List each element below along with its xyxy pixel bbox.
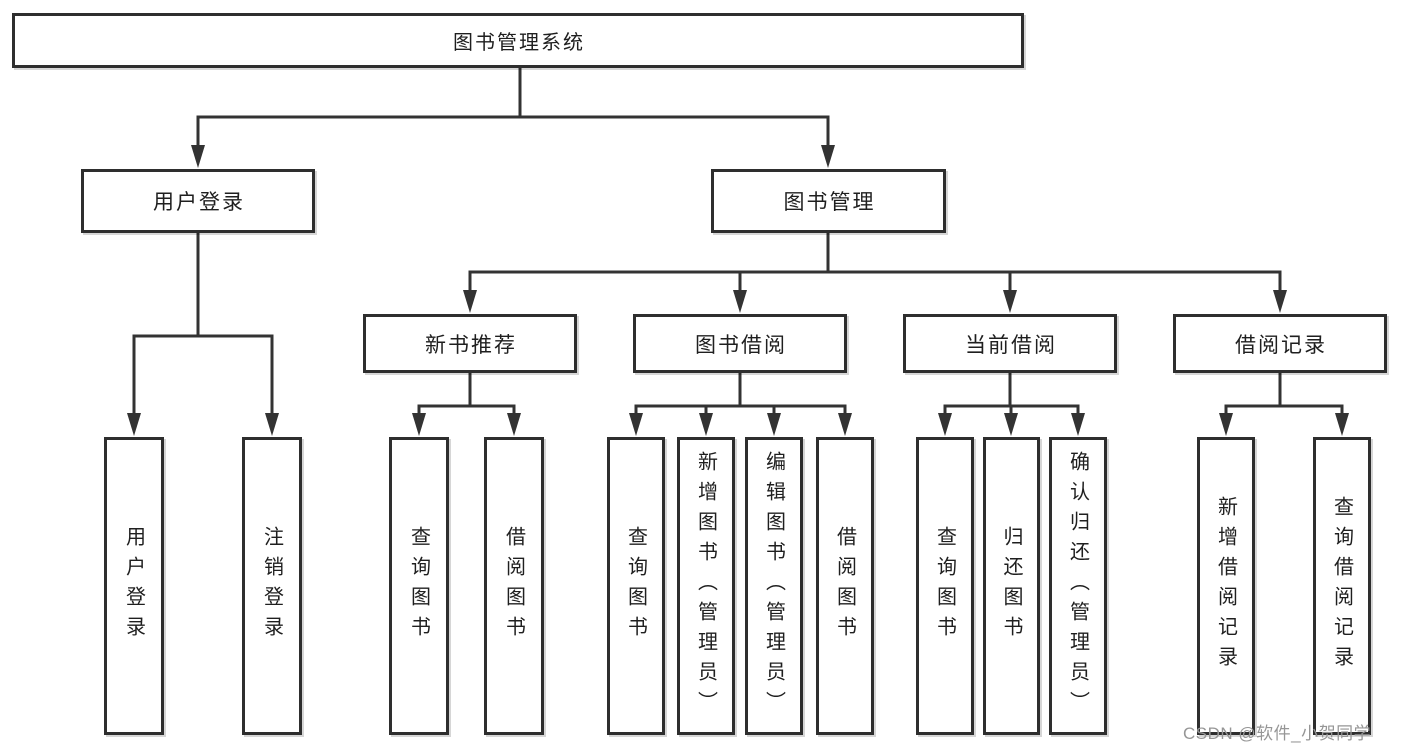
leaf-current-return-books: 归还图书 [983, 437, 1040, 735]
branch-book-management: 图书管理 [711, 169, 946, 233]
node-book-borrowing-label: 图书借阅 [695, 333, 787, 357]
leaf-newrec-borrow-books: 借阅图书 [484, 437, 544, 735]
branch-user-login-label: 用户登录 [153, 191, 245, 214]
leaf-newrec-borrow-books-label: 借阅图书 [502, 526, 525, 646]
node-new-book-recommendation: 新书推荐 [363, 314, 577, 373]
leaf-borrow-add-books-admin: 新增图书（管理员） [677, 437, 735, 735]
leaf-borrow-query-books-label: 查询图书 [624, 526, 647, 646]
leaf-borrow-edit-books-admin-label: 编辑图书（管理员） [762, 451, 785, 721]
leaf-borrow-borrow-books: 借阅图书 [816, 437, 874, 735]
node-borrowing-records: 借阅记录 [1173, 314, 1387, 373]
leaf-logout-label: 注销登录 [260, 526, 283, 646]
root-node: 图书管理系统 [12, 13, 1024, 68]
leaf-borrow-query-books: 查询图书 [607, 437, 665, 735]
watermark: CSDN @软件_小贺同学 [1183, 724, 1372, 743]
leaf-borrow-add-books-admin-label: 新增图书（管理员） [694, 451, 717, 721]
leaf-newrec-query-books-label: 查询图书 [407, 526, 430, 646]
leaf-borrow-borrow-books-label: 借阅图书 [833, 526, 856, 646]
node-current-borrowing-label: 当前借阅 [965, 333, 1057, 357]
leaf-records-add-record-label: 新增借阅记录 [1214, 496, 1237, 676]
leaf-current-query-books: 查询图书 [916, 437, 974, 735]
leaf-records-add-record: 新增借阅记录 [1197, 437, 1255, 735]
leaf-current-confirm-return-admin: 确认归还（管理员） [1049, 437, 1107, 735]
leaf-current-confirm-return-admin-label: 确认归还（管理员） [1066, 451, 1089, 721]
leaf-user-login: 用户登录 [104, 437, 164, 735]
leaf-records-query-record-label: 查询借阅记录 [1330, 496, 1353, 676]
node-book-borrowing: 图书借阅 [633, 314, 847, 373]
leaf-current-query-books-label: 查询图书 [933, 526, 956, 646]
leaf-borrow-edit-books-admin: 编辑图书（管理员） [745, 437, 803, 735]
node-current-borrowing: 当前借阅 [903, 314, 1117, 373]
branch-user-login: 用户登录 [81, 169, 315, 233]
branch-book-management-label: 图书管理 [783, 191, 876, 214]
node-borrowing-records-label: 借阅记录 [1235, 333, 1327, 357]
leaf-records-query-record: 查询借阅记录 [1313, 437, 1371, 735]
root-node-label: 图书管理系统 [453, 32, 585, 54]
leaf-logout: 注销登录 [242, 437, 302, 735]
node-new-book-recommendation-label: 新书推荐 [425, 333, 517, 357]
leaf-user-login-label: 用户登录 [122, 526, 145, 646]
leaf-current-return-books-label: 归还图书 [1000, 526, 1022, 646]
leaf-newrec-query-books: 查询图书 [389, 437, 449, 735]
